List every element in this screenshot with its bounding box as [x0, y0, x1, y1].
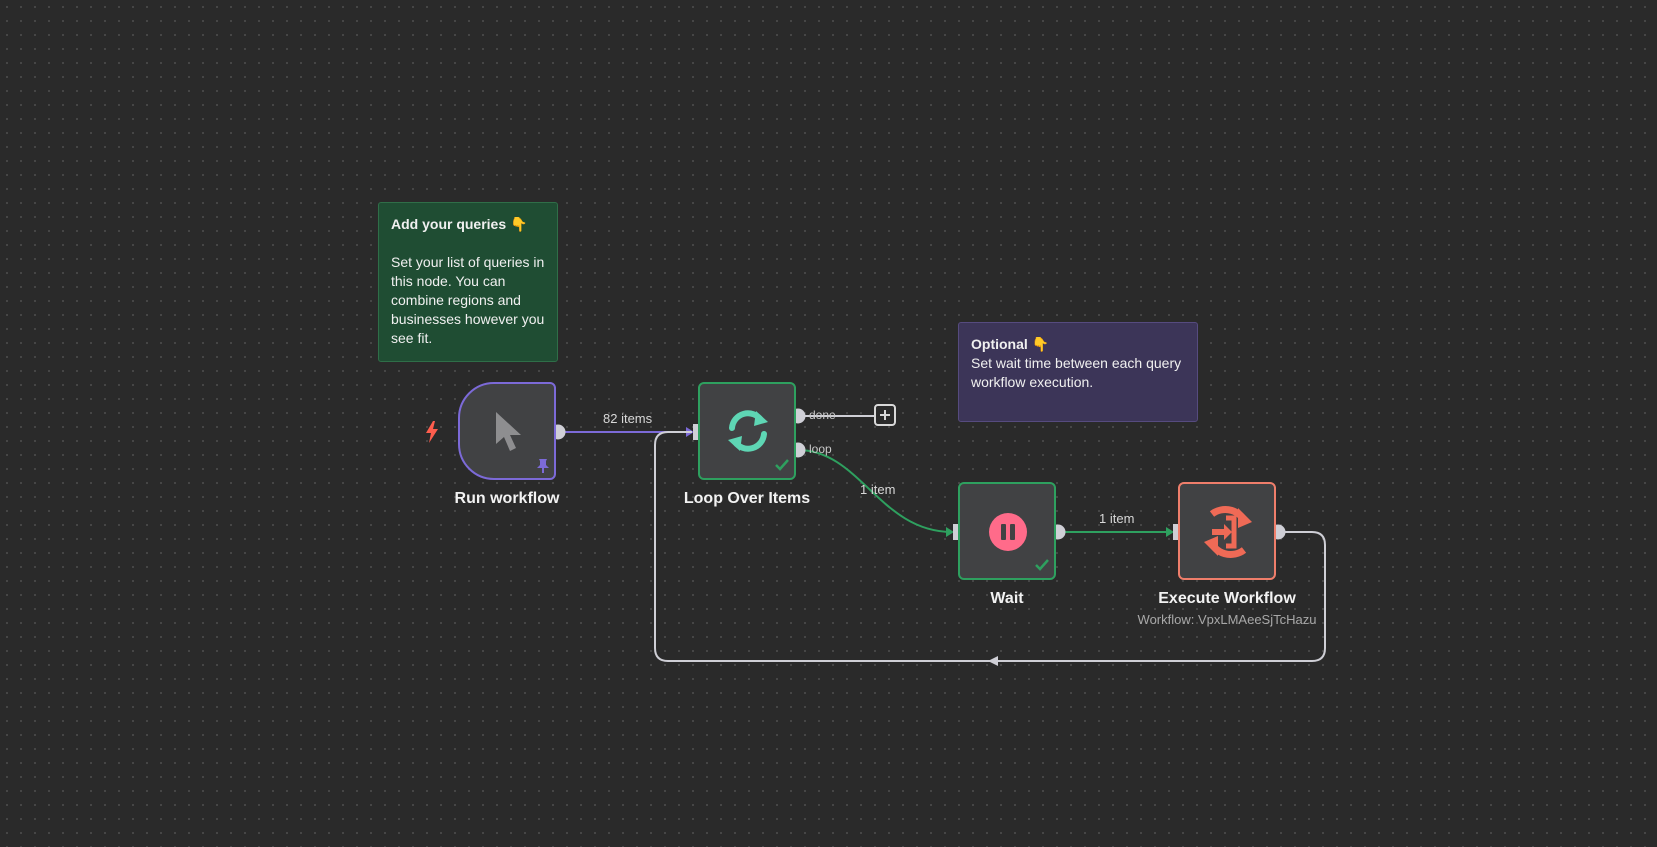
check-icon: [775, 459, 789, 471]
node-subtitle-execute-workflow: Workflow: VpxLMAeeSjTcHazu: [1137, 612, 1317, 627]
node-label-run-workflow: Run workflow: [454, 490, 560, 507]
output-label-loop: loop: [809, 442, 832, 456]
add-node-button[interactable]: [874, 404, 896, 426]
pin-icon: [537, 459, 549, 473]
sticky-body: Set wait time between each query workflo…: [971, 355, 1182, 390]
sticky-note-optional[interactable]: Optional 👇 Set wait time between each qu…: [958, 322, 1198, 422]
sticky-title: Add your queries 👇: [391, 216, 528, 232]
input-port-wait[interactable]: [953, 524, 959, 540]
node-label-loop-over-items: Loop Over Items: [683, 490, 811, 507]
output-label-done: done: [809, 408, 836, 422]
edge-label-trigger-to-loop: 82 items: [603, 411, 653, 426]
node-wait[interactable]: [958, 482, 1056, 580]
edge-label-loop-to-wait: 1 item: [860, 482, 896, 497]
edge-arrow: [1166, 527, 1174, 537]
node-execute-workflow[interactable]: [1178, 482, 1276, 580]
input-port-loop[interactable]: [693, 424, 699, 440]
check-icon: [1035, 559, 1049, 571]
edge-label-wait-to-exec: 1 item: [1099, 511, 1135, 526]
node-loop-over-items[interactable]: [698, 382, 796, 480]
trigger-bolt-icon: [426, 421, 438, 443]
node-run-workflow[interactable]: [458, 382, 556, 480]
edge-loop-to-wait[interactable]: [797, 449, 953, 533]
node-label-execute-workflow: Execute Workflow: [1158, 590, 1296, 607]
refresh-icon: [728, 410, 768, 452]
cursor-icon: [496, 412, 521, 451]
node-label-wait: Wait: [990, 590, 1024, 607]
sticky-title: Optional 👇: [971, 336, 1050, 352]
edge-arrow: [988, 656, 998, 666]
execute-workflow-icon: [1204, 506, 1252, 558]
pause-icon: [989, 513, 1027, 551]
input-port-exec[interactable]: [1173, 524, 1179, 540]
sticky-body: Set your list of queries in this node. Y…: [391, 254, 545, 346]
edge-arrow: [946, 527, 954, 537]
sticky-note-queries[interactable]: Add your queries 👇 Set your list of quer…: [378, 202, 558, 362]
